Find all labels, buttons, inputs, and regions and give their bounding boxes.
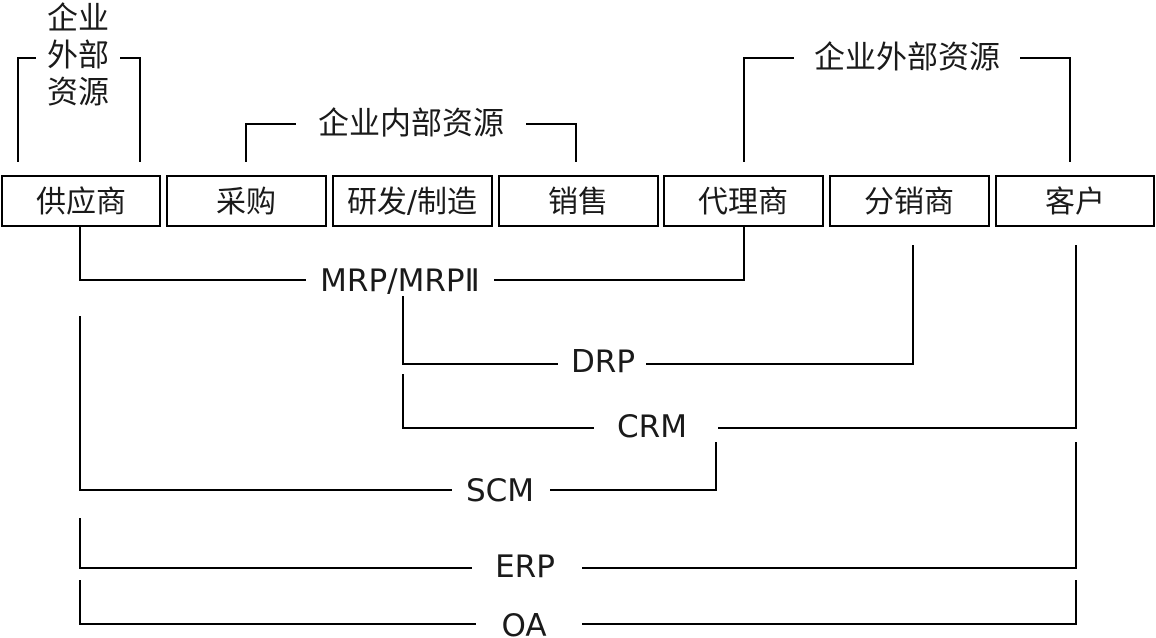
box-purchase: 采购	[166, 175, 327, 227]
erp-label: ERP	[495, 549, 555, 585]
right-external-resource-label: 企业外部资源	[814, 40, 1000, 76]
box-supplier-label: 供应商	[36, 185, 126, 220]
box-distributor: 分销商	[829, 175, 990, 227]
erp-connector	[79, 442, 1077, 569]
box-purchase-label: 采购	[216, 185, 276, 220]
box-customer: 客户	[995, 175, 1155, 227]
box-sales-label: 销售	[548, 185, 608, 220]
right-external-resource-bracket	[743, 57, 1071, 162]
crm-connector	[402, 245, 1077, 429]
box-supplier: 供应商	[1, 175, 161, 227]
mrp-connector	[79, 226, 745, 281]
drp-connector	[402, 245, 914, 365]
internal-resource-label: 企业内部资源	[318, 106, 504, 142]
scm-connector	[79, 316, 717, 491]
left-external-label-line1: 企业	[47, 1, 109, 37]
left-external-label-line2: 外部	[47, 38, 109, 74]
box-distributor-label: 分销商	[864, 185, 954, 220]
oa-connector	[79, 580, 1077, 625]
box-agent: 代理商	[663, 175, 824, 227]
drp-label: DRP	[571, 344, 635, 380]
box-agent-label: 代理商	[698, 185, 788, 220]
left-external-resource-bracket	[17, 57, 141, 162]
left-external-label-line3: 资源	[47, 75, 109, 111]
crm-label: CRM	[617, 409, 687, 445]
box-customer-label: 客户	[1045, 185, 1105, 220]
box-rnd-manufacturing: 研发/制造	[332, 175, 493, 227]
oa-label: OA	[501, 608, 546, 638]
box-rnd-label: 研发/制造	[347, 185, 477, 220]
internal-resource-bracket	[245, 123, 577, 162]
box-sales: 销售	[498, 175, 659, 227]
mrp-label: MRP/MRPⅡ	[320, 263, 480, 299]
scm-label: SCM	[466, 473, 534, 509]
